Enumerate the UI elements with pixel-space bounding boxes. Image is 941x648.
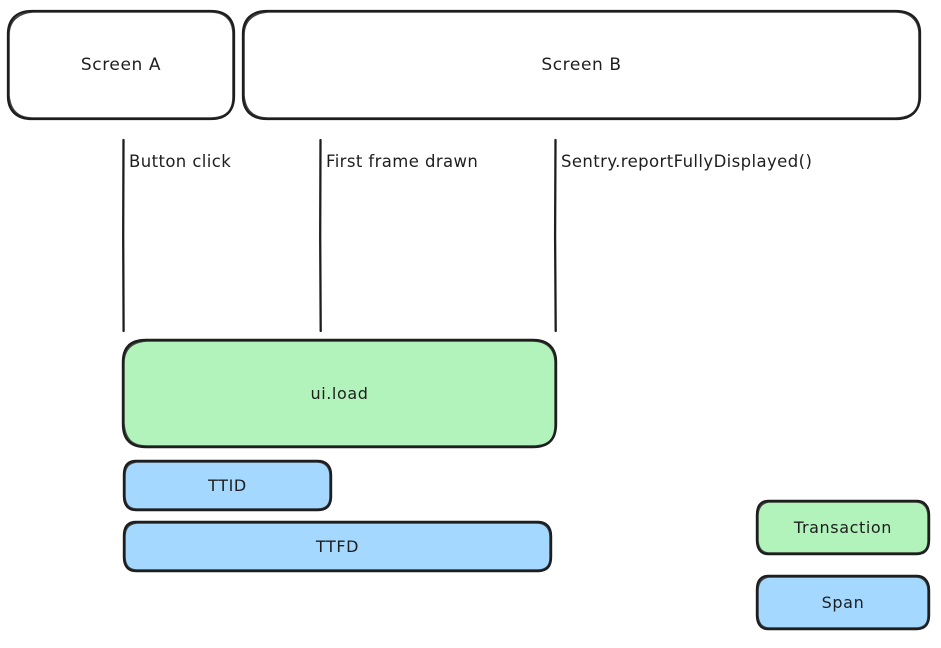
marker-line-first-frame-drawn: [319, 138, 322, 333]
legend-transaction-label: Transaction: [793, 518, 893, 537]
marker-label-first-frame-drawn[interactable]: First frame drawn: [326, 152, 479, 171]
legend-transaction[interactable]: Transaction: [757, 501, 929, 554]
bar-ttfd-shape: [122, 520, 553, 573]
screen-b-label: Screen B: [541, 55, 622, 75]
screen-a-shape: [6, 9, 236, 121]
bar-ui-load[interactable]: ui.load: [123, 340, 556, 447]
bar-ttfd[interactable]: TTFD: [124, 522, 551, 571]
bar-ttid[interactable]: TTID: [124, 461, 331, 510]
screen-b-box[interactable]: Screen B: [243, 11, 920, 119]
marker-label-report-fully-displayed[interactable]: Sentry.reportFullyDisplayed(): [561, 152, 813, 171]
bar-ui-load-label: ui.load: [310, 384, 369, 403]
legend-span[interactable]: Span: [757, 576, 929, 629]
bar-ttfd-label: TTFD: [315, 537, 360, 556]
screen-a-box[interactable]: Screen A: [8, 11, 234, 119]
bar-ttid-label: TTID: [208, 476, 247, 495]
legend-span-label: Span: [821, 593, 865, 612]
screen-b-shape: [241, 9, 922, 121]
marker-label-button-click[interactable]: Button click: [129, 152, 232, 171]
bar-ttid-shape: [122, 459, 333, 512]
marker-line-report-fully-displayed: [553, 138, 557, 333]
bar-ui-load-shape: [121, 338, 558, 449]
legend-transaction-shape: [755, 499, 931, 556]
legend-span-shape: [755, 574, 931, 631]
screen-a-label: Screen A: [80, 55, 162, 75]
